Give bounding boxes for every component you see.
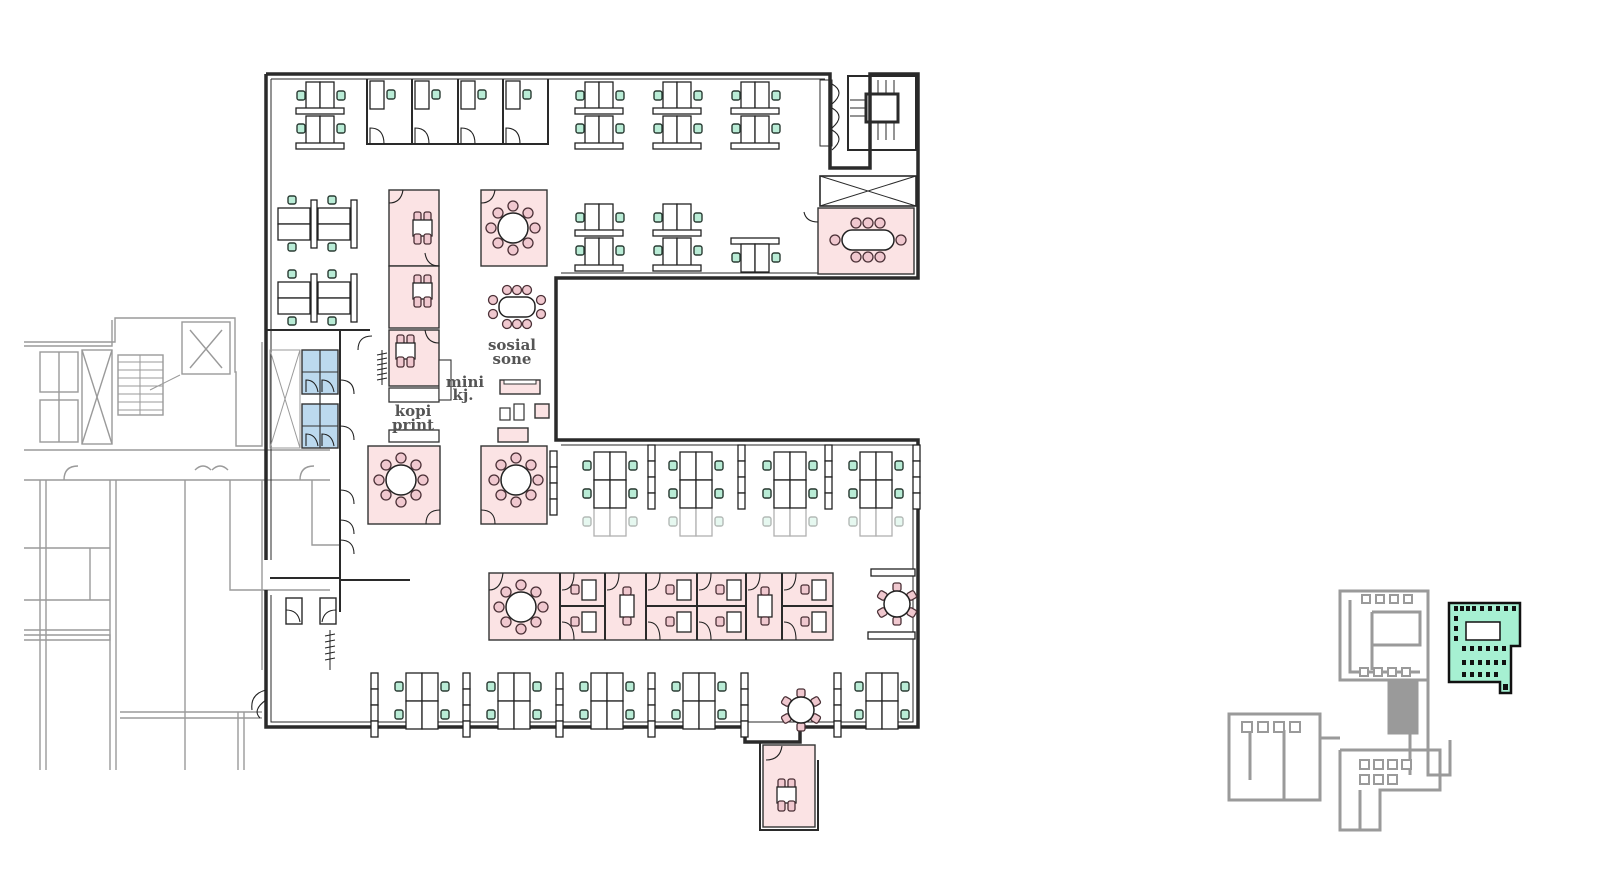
entrance-area [251,489,355,719]
central-core: sosial sone mini kj. kopi print [357,189,550,525]
building-walls [264,72,920,744]
label-social-zone-2: sone [493,350,532,368]
east-wing-workstations [549,444,921,537]
label-mini-kitchen-1: mini [446,373,484,391]
label-copy-print-2: print [392,416,434,434]
key-plan [1227,589,1522,832]
label-social-zone-1: sosial [488,336,536,354]
restrooms [269,349,355,449]
focus-rooms-row [488,568,918,641]
north-wing-workstations [295,81,781,273]
private-offices [366,79,549,145]
adjacent-building [24,317,340,770]
label-mini-kitchen-2: kj. [452,386,473,404]
label-copy-print-1: kopi [395,402,432,420]
west-wing-workstations [277,195,358,326]
meeting-room-northeast [803,207,915,275]
meeting-room-south-annex [759,742,819,831]
